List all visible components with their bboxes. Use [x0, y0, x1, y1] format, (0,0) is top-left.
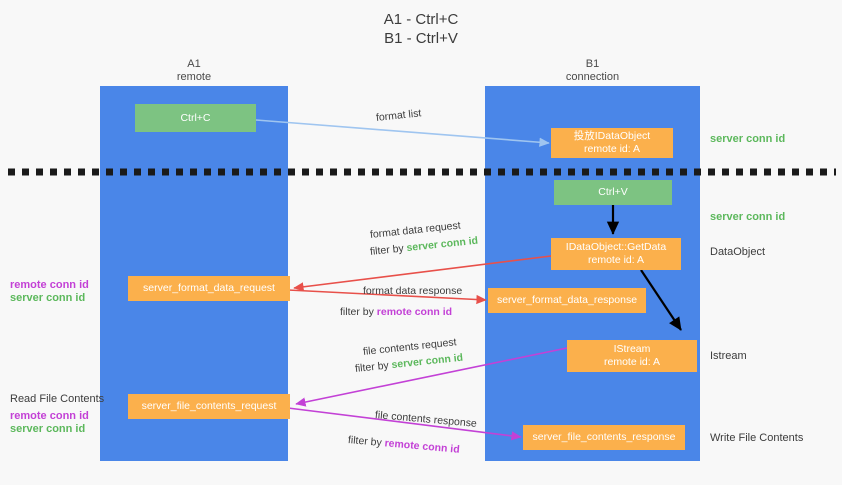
left-label-server-conn-id-lower: server conn id	[10, 423, 86, 435]
filter-by-text: filter by	[354, 359, 393, 375]
box-idataobject-line1: 投放IDataObject	[573, 130, 651, 142]
flow-label-file-contents-response-text: file contents response	[374, 409, 478, 430]
flow-label-file-contents-response: file contents response	[374, 408, 477, 431]
flow-label-format-list-text: format list	[375, 107, 422, 124]
title-line-2: B1 - Ctrl+V	[384, 30, 458, 47]
lane-a1-name: A1	[187, 58, 201, 70]
right-label-server-conn-id-top: server conn id	[710, 133, 786, 145]
lane-a1-sub: remote	[176, 71, 212, 83]
lane-b1-name: B1	[585, 58, 600, 70]
left-label-remote-conn-id-lower: remote conn id	[10, 410, 89, 422]
box-istream[interactable]: IStream remote id: A	[567, 340, 697, 372]
filter-by-text: filter by	[347, 434, 386, 450]
lane-header-a1: A1 remote	[100, 58, 288, 84]
left-label-read-file-contents: Read File Contents	[10, 393, 105, 405]
box-server-file-contents-request[interactable]: server_file_contents_request	[128, 394, 290, 419]
right-label-dataobject: DataObject	[710, 246, 766, 258]
right-label-istream: Istream	[710, 350, 747, 362]
lane-header-b1: B1 connection	[485, 58, 700, 84]
box-ctrl-c[interactable]: Ctrl+C	[135, 104, 256, 132]
box-server-format-data-response[interactable]: server_format_data_response	[488, 288, 646, 313]
flow-label-format-data-response-text: format data response	[363, 285, 463, 297]
filter-by-text: filter by	[369, 242, 408, 258]
server-conn-id-text: server conn id	[405, 234, 479, 255]
remote-conn-id-text: remote conn id	[376, 306, 453, 318]
flow-label-format-list: format list	[375, 106, 422, 125]
right-label-server-conn-id-mid: server conn id	[710, 211, 786, 223]
flow-label-format-data-response-filter: filter by remote conn id	[340, 305, 452, 319]
left-label-remote-conn-id-upper: remote conn id	[10, 279, 89, 291]
lane-b1-sub: connection	[565, 71, 620, 83]
flow-label-file-contents-response-filter: filter by remote conn id	[347, 433, 460, 457]
box-getdata-line2: remote id: A	[587, 254, 645, 266]
right-label-write-file-contents: Write File Contents	[710, 432, 804, 444]
box-idataobject[interactable]: 投放IDataObject remote id: A	[551, 128, 673, 158]
page-title: A1 - Ctrl+C B1 - Ctrl+V	[0, 10, 842, 48]
box-getdata[interactable]: IDataObject::GetData remote id: A	[551, 238, 681, 270]
box-istream-line2: remote id: A	[603, 356, 661, 368]
box-server-file-contents-request-label: server_file_contents_request	[141, 400, 277, 412]
box-server-file-contents-response-label: server_file_contents_response	[532, 431, 676, 443]
flow-label-format-data-response: format data response	[363, 284, 462, 298]
filter-by-text: filter by	[340, 306, 377, 318]
box-ctrl-c-label: Ctrl+C	[180, 111, 211, 124]
box-ctrl-v-label: Ctrl+V	[598, 186, 628, 198]
box-ctrl-v[interactable]: Ctrl+V	[554, 180, 672, 205]
box-istream-line1: IStream	[613, 343, 651, 355]
title-line-1: A1 - Ctrl+C	[383, 11, 459, 28]
box-server-file-contents-response[interactable]: server_file_contents_response	[523, 425, 685, 450]
box-idataobject-line2: remote id: A	[583, 143, 641, 155]
box-getdata-line1: IDataObject::GetData	[565, 241, 667, 253]
left-label-server-conn-id-upper: server conn id	[10, 292, 86, 304]
box-server-format-data-response-label: server_format_data_response	[496, 294, 638, 306]
box-server-format-data-request[interactable]: server_format_data_request	[128, 276, 290, 301]
box-server-format-data-request-label: server_format_data_request	[143, 282, 275, 294]
remote-conn-id-text: remote conn id	[384, 437, 461, 456]
